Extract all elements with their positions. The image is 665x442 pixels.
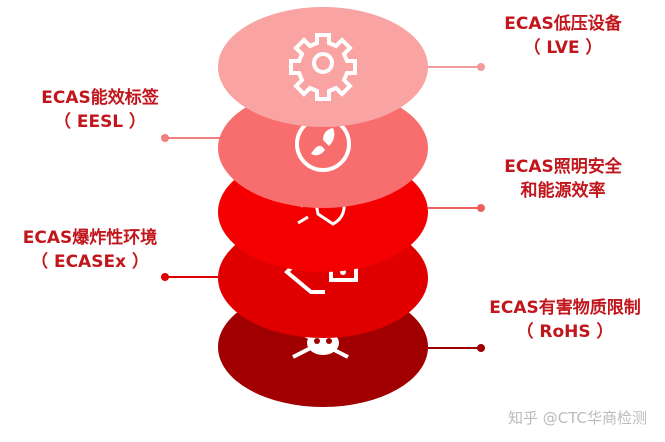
- connector-dot-lve: [477, 63, 485, 71]
- label-title: ECAS能效标签: [41, 88, 159, 108]
- label-sub: （ LVE ）: [523, 38, 603, 58]
- label-eesl: ECAS能效标签 （ EESL ）: [10, 86, 190, 134]
- label-title: ECAS有害物质限制: [489, 298, 641, 318]
- connector-dot-rohs: [477, 344, 485, 352]
- watermark: 知乎 @CTC华商检测: [508, 409, 647, 427]
- connector-dot-lighting: [477, 204, 485, 212]
- label-ecasex: ECAS爆炸性环境 （ ECASEx ）: [0, 226, 180, 274]
- label-rohs: ECAS有害物质限制 （ RoHS ）: [470, 296, 660, 344]
- label-sub: 和能源效率: [520, 181, 606, 201]
- label-title: ECAS低压设备: [504, 14, 622, 34]
- label-sub: （ ECASEx ）: [31, 252, 149, 272]
- label-title: ECAS照明安全: [504, 157, 622, 177]
- label-title: ECAS爆炸性环境: [22, 228, 158, 248]
- label-lighting: ECAS照明安全 和能源效率: [478, 155, 648, 203]
- label-sub: （ EESL ）: [53, 112, 147, 132]
- label-sub: （ RoHS ）: [516, 322, 614, 342]
- label-lve: ECAS低压设备 （ LVE ）: [478, 12, 648, 60]
- connector-lines: [161, 63, 485, 352]
- gear-icon: [289, 33, 357, 101]
- disk-0: [218, 7, 428, 127]
- disk-ellipse: [218, 7, 428, 127]
- connector-dot-ecasex: [161, 273, 169, 281]
- connector-dot-eesl: [161, 134, 169, 142]
